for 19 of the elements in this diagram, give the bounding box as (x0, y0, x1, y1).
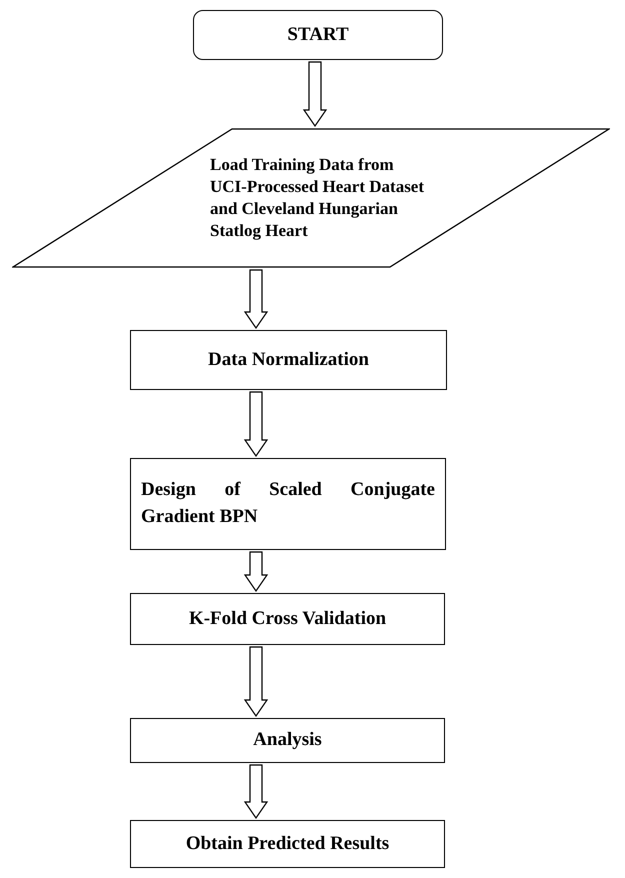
node-label: Data Normalization (208, 348, 369, 372)
hollow-arrow (244, 646, 268, 718)
node-label: Obtain Predicted Results (186, 832, 390, 856)
hollow-arrow (244, 764, 268, 820)
process-box (130, 718, 445, 763)
process-box (130, 330, 447, 390)
process-box (130, 458, 446, 550)
node-label: Analysis (253, 728, 322, 752)
hollow-arrow (244, 391, 268, 458)
hollow-arrow (244, 551, 268, 592)
hollow-arrow (244, 269, 268, 330)
node-label: K-Fold Cross Validation (188, 606, 386, 631)
start-terminal (193, 10, 443, 60)
process-box (130, 593, 445, 645)
node-label: Design of Scaled Conjugate Gradient BPN (141, 478, 435, 529)
hollow-arrow (302, 61, 328, 128)
node-label: Load Training Data from UCI-Processed Heart Dataset and Cleveland Hungarian Statlog Heart (210, 154, 426, 242)
node-label: START (287, 22, 349, 47)
process-box (130, 820, 445, 868)
